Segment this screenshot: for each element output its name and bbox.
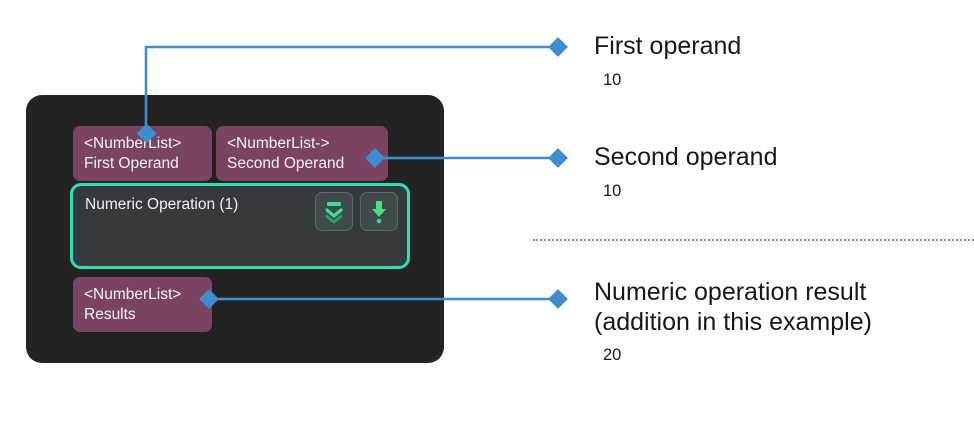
callout-second-operand: Second operand 10 — [594, 143, 777, 201]
numeric-operation-box[interactable]: Numeric Operation (1) — [70, 183, 410, 269]
callout-value: 10 — [603, 181, 622, 200]
diamond-label-first — [548, 37, 568, 57]
node-type-label: <NumberList-> — [227, 135, 330, 152]
node-name-label: Second Operand — [227, 154, 345, 172]
node-name-label: First Operand — [84, 154, 179, 172]
node-results[interactable]: <NumberList> Results — [73, 277, 212, 332]
node-name-label: Results — [84, 305, 136, 323]
diamond-label-second — [548, 148, 568, 168]
callout-value: 10 — [603, 70, 622, 89]
node-type-label: <NumberList> — [84, 135, 182, 152]
callout-title: First operand — [594, 32, 742, 60]
callout-title: Second operand — [594, 143, 778, 171]
numeric-operation-title: Numeric Operation (1) — [85, 196, 239, 213]
callout-first-operand: First operand 10 — [594, 32, 741, 90]
section-divider — [533, 239, 974, 241]
node-second-operand[interactable]: <NumberList-> Second Operand — [216, 126, 388, 181]
node-type-label: <NumberList> — [84, 286, 182, 303]
callout-numeric-operation-result: Numeric operation result (addition in th… — [594, 278, 872, 365]
collapse-double-chevron-down-icon[interactable] — [315, 192, 353, 231]
diamond-label-result — [548, 289, 568, 309]
node-first-operand[interactable]: <NumberList> First Operand — [73, 126, 212, 181]
callout-title: Numeric operation result (addition in th… — [594, 278, 872, 336]
arrow-down-execute-icon[interactable] — [360, 192, 398, 231]
callout-value: 20 — [603, 346, 622, 364]
diagram-panel: <NumberList> First Operand <NumberList->… — [26, 95, 444, 363]
